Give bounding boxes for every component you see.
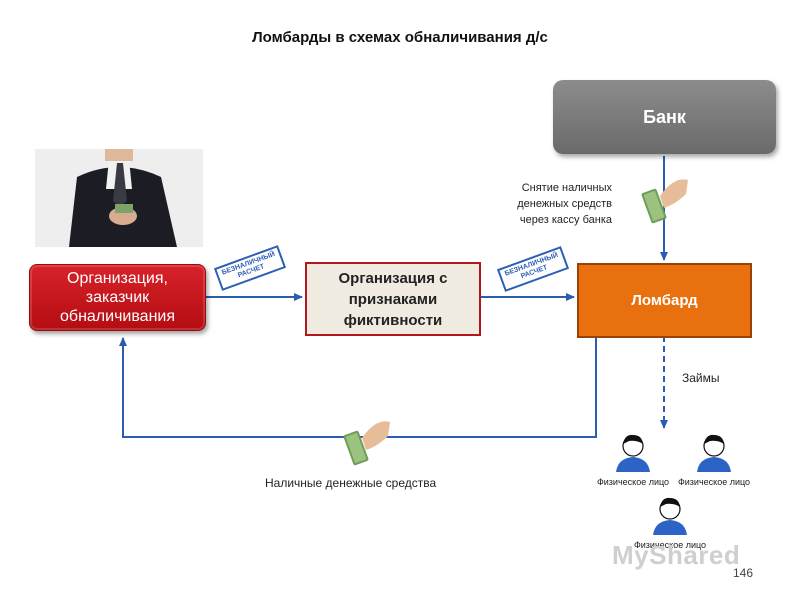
person-icon xyxy=(697,434,731,472)
person-3-label: Физическое лицо xyxy=(633,540,707,550)
watermark: MyShared xyxy=(612,540,741,570)
bank-box: Банк xyxy=(553,80,776,154)
bank-label: Банк xyxy=(643,106,686,127)
person-icon xyxy=(653,497,687,535)
person-icon xyxy=(616,434,650,472)
money-hand-icon xyxy=(343,421,390,466)
fictitious-organization-box: Организация с признаками фиктивности xyxy=(305,262,481,336)
client-organization-box: Организация, заказчик обналичивания xyxy=(29,264,206,331)
client-organization-label: Организация, заказчик обналичивания xyxy=(60,270,175,325)
page-title: Ломбарды в схемах обналичивания д/с xyxy=(252,29,548,46)
loans-label: Займы xyxy=(682,371,720,385)
cash-withdrawal-note: Снятие наличных денежных средств через к… xyxy=(517,182,612,226)
person-2-label: Физическое лицо xyxy=(677,477,751,487)
person-2: Физическое лицо xyxy=(677,432,751,487)
page-number: 146 xyxy=(733,566,754,580)
money-hand-icon xyxy=(641,179,688,224)
cash-funds-label: Наличные денежные средства xyxy=(265,476,437,490)
fictitious-organization-label: Организация с признаками фиктивности xyxy=(338,269,448,329)
person-1-label: Физическое лицо xyxy=(596,477,670,487)
person-1: Физическое лицо xyxy=(596,432,670,487)
pawnshop-label: Ломбард xyxy=(631,292,698,309)
businessman-photo xyxy=(35,149,203,247)
person-3: Физическое лицо xyxy=(633,495,707,550)
pawnshop-box: Ломбард xyxy=(577,263,752,338)
